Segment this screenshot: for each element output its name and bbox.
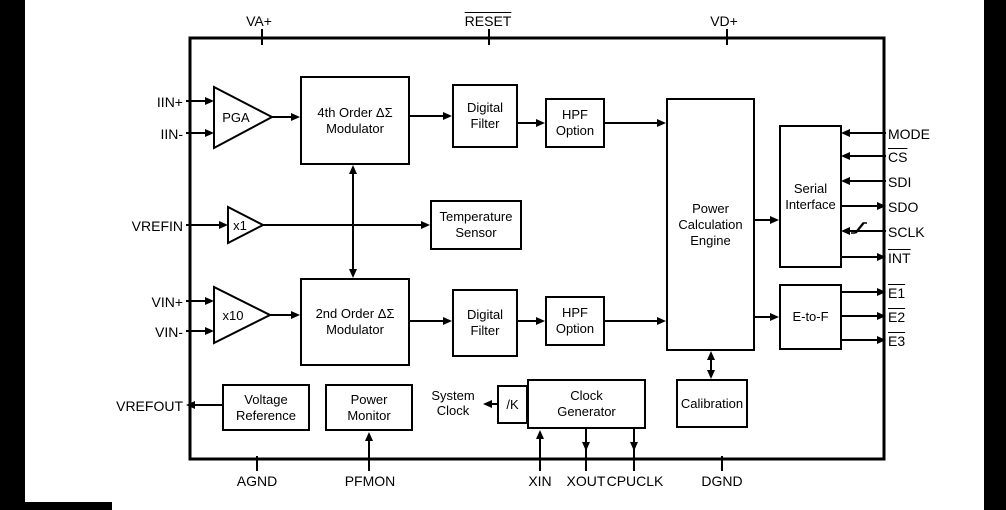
- pin-label-vrefout: VREFOUT: [116, 398, 183, 414]
- x10-amp-symbol: [213, 285, 273, 345]
- block-power-monitor: Power Monitor: [325, 384, 413, 431]
- block-clock-generator: Clock Generator: [527, 379, 646, 429]
- pin-label-e3: E3: [888, 333, 906, 349]
- pin-label-e1: E1: [888, 285, 906, 301]
- block-digital-filter-current: Digital Filter: [452, 84, 518, 148]
- block-calibration: Calibration: [676, 379, 748, 428]
- block-voltage-reference: Voltage Reference: [222, 384, 310, 431]
- pin-label-int: INT: [888, 250, 911, 266]
- block-4th-order-modulator: 4th Order ΔΣ Modulator: [300, 76, 410, 165]
- x10-label: x10: [222, 308, 244, 323]
- pga-label: PGA: [222, 110, 250, 125]
- pin-label-pfmon: PFMON: [344, 473, 396, 489]
- pin-label-agnd: AGND: [236, 473, 278, 489]
- pin-label-mode: MODE: [888, 126, 930, 142]
- pin-label-sdo: SDO: [888, 199, 919, 215]
- x1-amp-symbol: [227, 205, 266, 245]
- block-e-to-f: E-to-F: [779, 284, 842, 350]
- block-temperature-sensor: Temperature Sensor: [430, 200, 522, 250]
- pin-label-vin-minus: VIN-: [155, 324, 183, 340]
- page-edge-right: [984, 0, 1006, 510]
- pin-label-vrefin: VREFIN: [131, 218, 183, 234]
- pin-label-reset: RESET: [464, 13, 512, 29]
- pin-label-iin-minus: IIN-: [160, 126, 183, 142]
- pin-label-sdi: SDI: [888, 174, 912, 190]
- pin-label-cpuclk: CPUCLK: [606, 473, 664, 489]
- page-edge-bottom-left: [0, 502, 112, 510]
- pin-label-cs: CS: [888, 149, 908, 165]
- block-hpf-option-current: HPF Option: [545, 98, 605, 148]
- block-power-calculation-engine: Power Calculation Engine: [666, 98, 755, 351]
- block-serial-interface: Serial Interface: [779, 125, 842, 268]
- block-2nd-order-modulator: 2nd Order ΔΣ Modulator: [300, 278, 410, 366]
- pin-label-vd-plus: VD+: [710, 13, 738, 29]
- pin-label-e2: E2: [888, 309, 906, 325]
- pin-label-xout: XOUT: [566, 473, 606, 489]
- block-clock-divider-k: /K: [497, 385, 528, 424]
- pga-amp-symbol: [213, 85, 275, 150]
- x1-label: x1: [233, 218, 247, 233]
- block-hpf-option-voltage: HPF Option: [545, 296, 605, 346]
- pin-label-sclk: SCLK: [888, 224, 925, 240]
- page-edge-left: [0, 0, 25, 510]
- pin-label-iin-plus: IIN+: [156, 94, 183, 110]
- block-digital-filter-voltage: Digital Filter: [452, 289, 518, 357]
- pin-label-vin-plus: VIN+: [151, 294, 183, 310]
- pin-label-xin: XIN: [528, 473, 552, 489]
- pin-label-dgnd: DGND: [701, 473, 743, 489]
- system-clock-label: System Clock: [431, 388, 475, 418]
- pin-label-va-plus: VA+: [246, 13, 272, 29]
- chip-boundary: [188, 36, 886, 461]
